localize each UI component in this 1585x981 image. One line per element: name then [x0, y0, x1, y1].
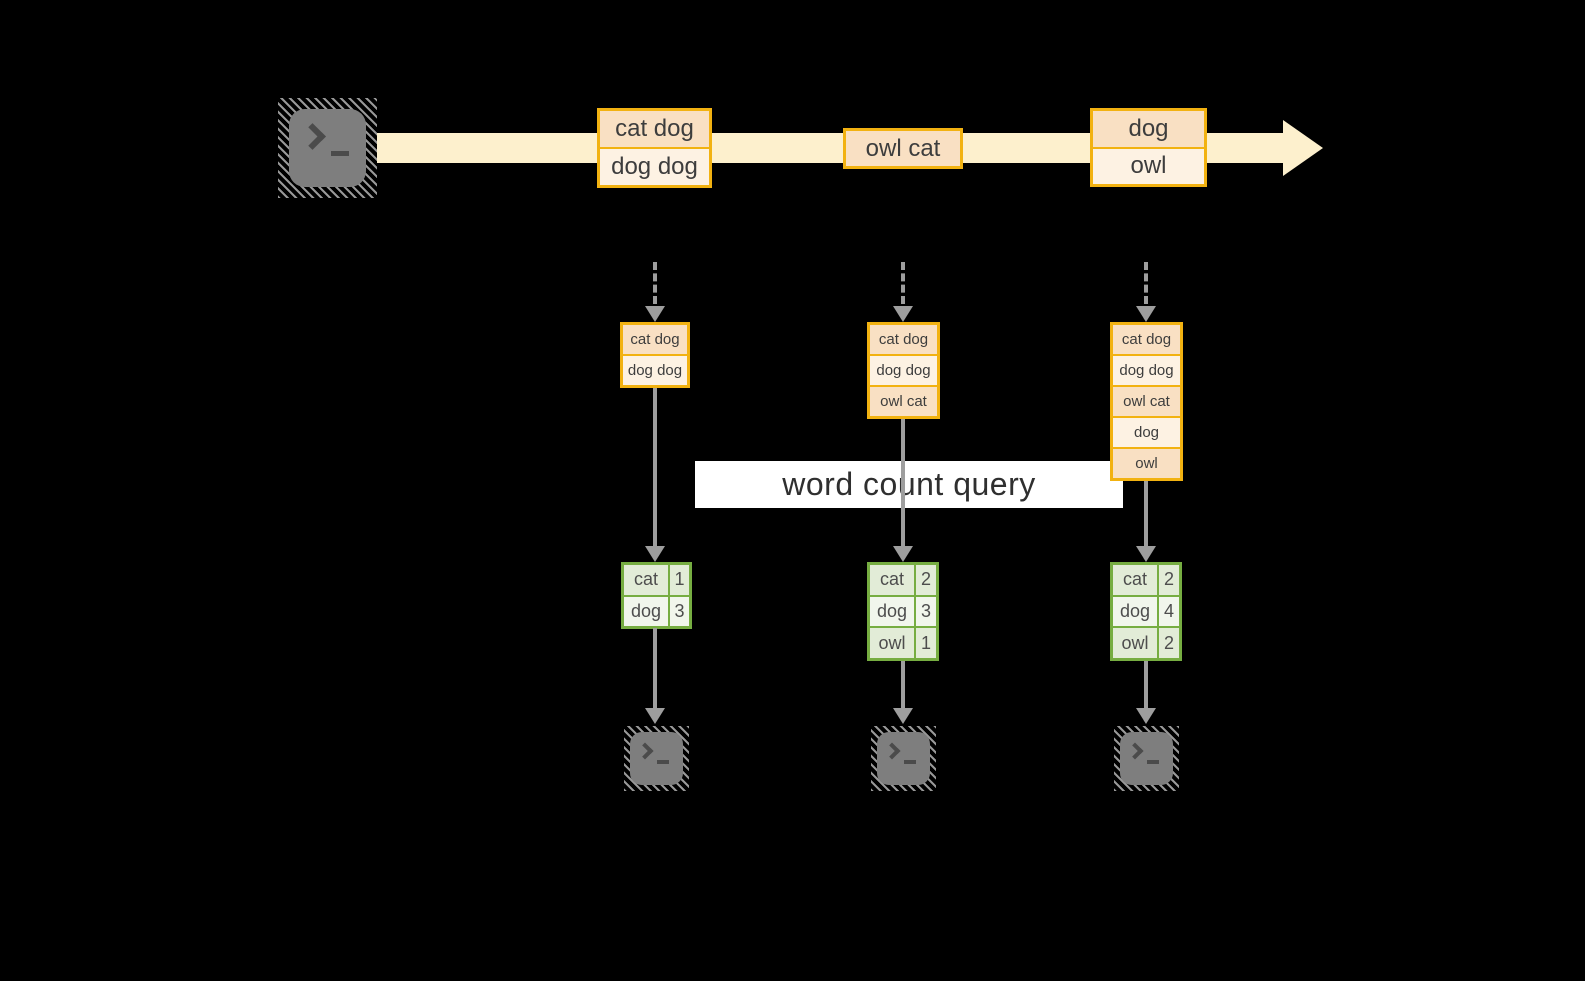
arrow-line — [901, 419, 905, 548]
buffer-line: owl cat — [1113, 385, 1180, 416]
terminal-consumer-icon — [1114, 726, 1179, 791]
count-cell: 4 — [1159, 596, 1179, 627]
word-cell: cat — [1113, 565, 1159, 595]
word-cell: dog — [624, 596, 670, 626]
prompt-chevron-icon — [883, 742, 901, 760]
event-line: owl cat — [846, 131, 960, 166]
buffer-line: dog dog — [1113, 354, 1180, 385]
prompt-underscore-icon — [904, 760, 916, 764]
prompt-chevron-icon — [299, 123, 326, 150]
arrow-line — [1144, 661, 1148, 710]
query-label: word count query — [782, 466, 1036, 502]
arrowhead-icon — [1136, 546, 1156, 562]
arrow-line — [653, 628, 657, 710]
state-buffer-2: cat dog dog dog owl cat — [867, 322, 940, 419]
arrowhead-icon — [893, 546, 913, 562]
event-line: cat dog — [600, 111, 709, 147]
table-row: cat 1 — [624, 565, 689, 595]
buffer-line: cat dog — [1113, 325, 1180, 354]
word-cell: dog — [870, 596, 916, 627]
count-cell: 2 — [916, 565, 936, 595]
count-cell: 1 — [916, 628, 936, 659]
event-line: owl — [1093, 146, 1204, 184]
count-cell: 2 — [1159, 565, 1179, 595]
table-row: owl 1 — [870, 626, 936, 659]
state-buffer-3: cat dog dog dog owl cat dog owl — [1110, 322, 1183, 481]
count-cell: 2 — [1159, 628, 1179, 659]
arrowhead-icon — [645, 546, 665, 562]
prompt-chevron-icon — [1126, 742, 1144, 760]
event-line: dog — [1093, 111, 1204, 147]
terminal-consumer-icon — [624, 726, 689, 791]
table-row: cat 2 — [1113, 565, 1179, 595]
word-cell: cat — [870, 565, 916, 595]
buffer-line: dog — [1113, 416, 1180, 447]
buffer-line: owl cat — [870, 385, 937, 416]
word-cell: owl — [870, 628, 916, 659]
count-table-2: cat 2 dog 3 owl 1 — [867, 562, 939, 661]
prompt-underscore-icon — [1147, 760, 1159, 764]
query-banner: word count query — [695, 461, 1123, 508]
arrow-line — [901, 661, 905, 710]
count-table-3: cat 2 dog 4 owl 2 — [1110, 562, 1182, 661]
state-buffer-1: cat dog dog dog — [620, 322, 690, 388]
prompt-underscore-icon — [331, 151, 349, 156]
terminal-consumer-icon — [871, 726, 936, 791]
table-row: dog 4 — [1113, 594, 1179, 627]
count-cell: 3 — [670, 596, 689, 626]
count-table-1: cat 1 dog 3 — [621, 562, 692, 629]
dashed-arrow-line — [1144, 262, 1148, 304]
table-row: cat 2 — [870, 565, 936, 595]
arrowhead-icon — [893, 306, 913, 322]
terminal-screen — [877, 732, 930, 785]
prompt-chevron-icon — [636, 742, 654, 760]
dashed-arrow-line — [901, 262, 905, 304]
event-line: dog dog — [600, 147, 709, 185]
arrowhead-icon — [1136, 708, 1156, 724]
count-cell: 3 — [916, 596, 936, 627]
arrowhead-icon — [645, 306, 665, 322]
terminal-producer-icon — [278, 98, 377, 198]
word-cell: owl — [1113, 628, 1159, 659]
table-row: owl 2 — [1113, 626, 1179, 659]
buffer-line: owl — [1113, 447, 1180, 478]
word-cell: cat — [624, 565, 670, 595]
arrow-line — [1144, 481, 1148, 548]
stream-event-2: owl cat — [843, 128, 963, 169]
prompt-underscore-icon — [657, 760, 669, 764]
stream-arrowhead — [1283, 120, 1323, 176]
stream-event-1: cat dog dog dog — [597, 108, 712, 188]
arrow-line — [653, 388, 657, 548]
buffer-line: dog dog — [623, 354, 687, 385]
arrowhead-icon — [645, 708, 665, 724]
buffer-line: cat dog — [870, 325, 937, 354]
buffer-line: cat dog — [623, 325, 687, 354]
table-row: dog 3 — [624, 594, 689, 626]
word-cell: dog — [1113, 596, 1159, 627]
count-cell: 1 — [670, 565, 689, 595]
table-row: dog 3 — [870, 594, 936, 627]
stream-event-3: dog owl — [1090, 108, 1207, 187]
terminal-screen — [1120, 732, 1173, 785]
terminal-screen — [289, 109, 366, 187]
arrowhead-icon — [1136, 306, 1156, 322]
buffer-line: dog dog — [870, 354, 937, 385]
terminal-screen — [630, 732, 683, 785]
dashed-arrow-line — [653, 262, 657, 304]
arrowhead-icon — [893, 708, 913, 724]
